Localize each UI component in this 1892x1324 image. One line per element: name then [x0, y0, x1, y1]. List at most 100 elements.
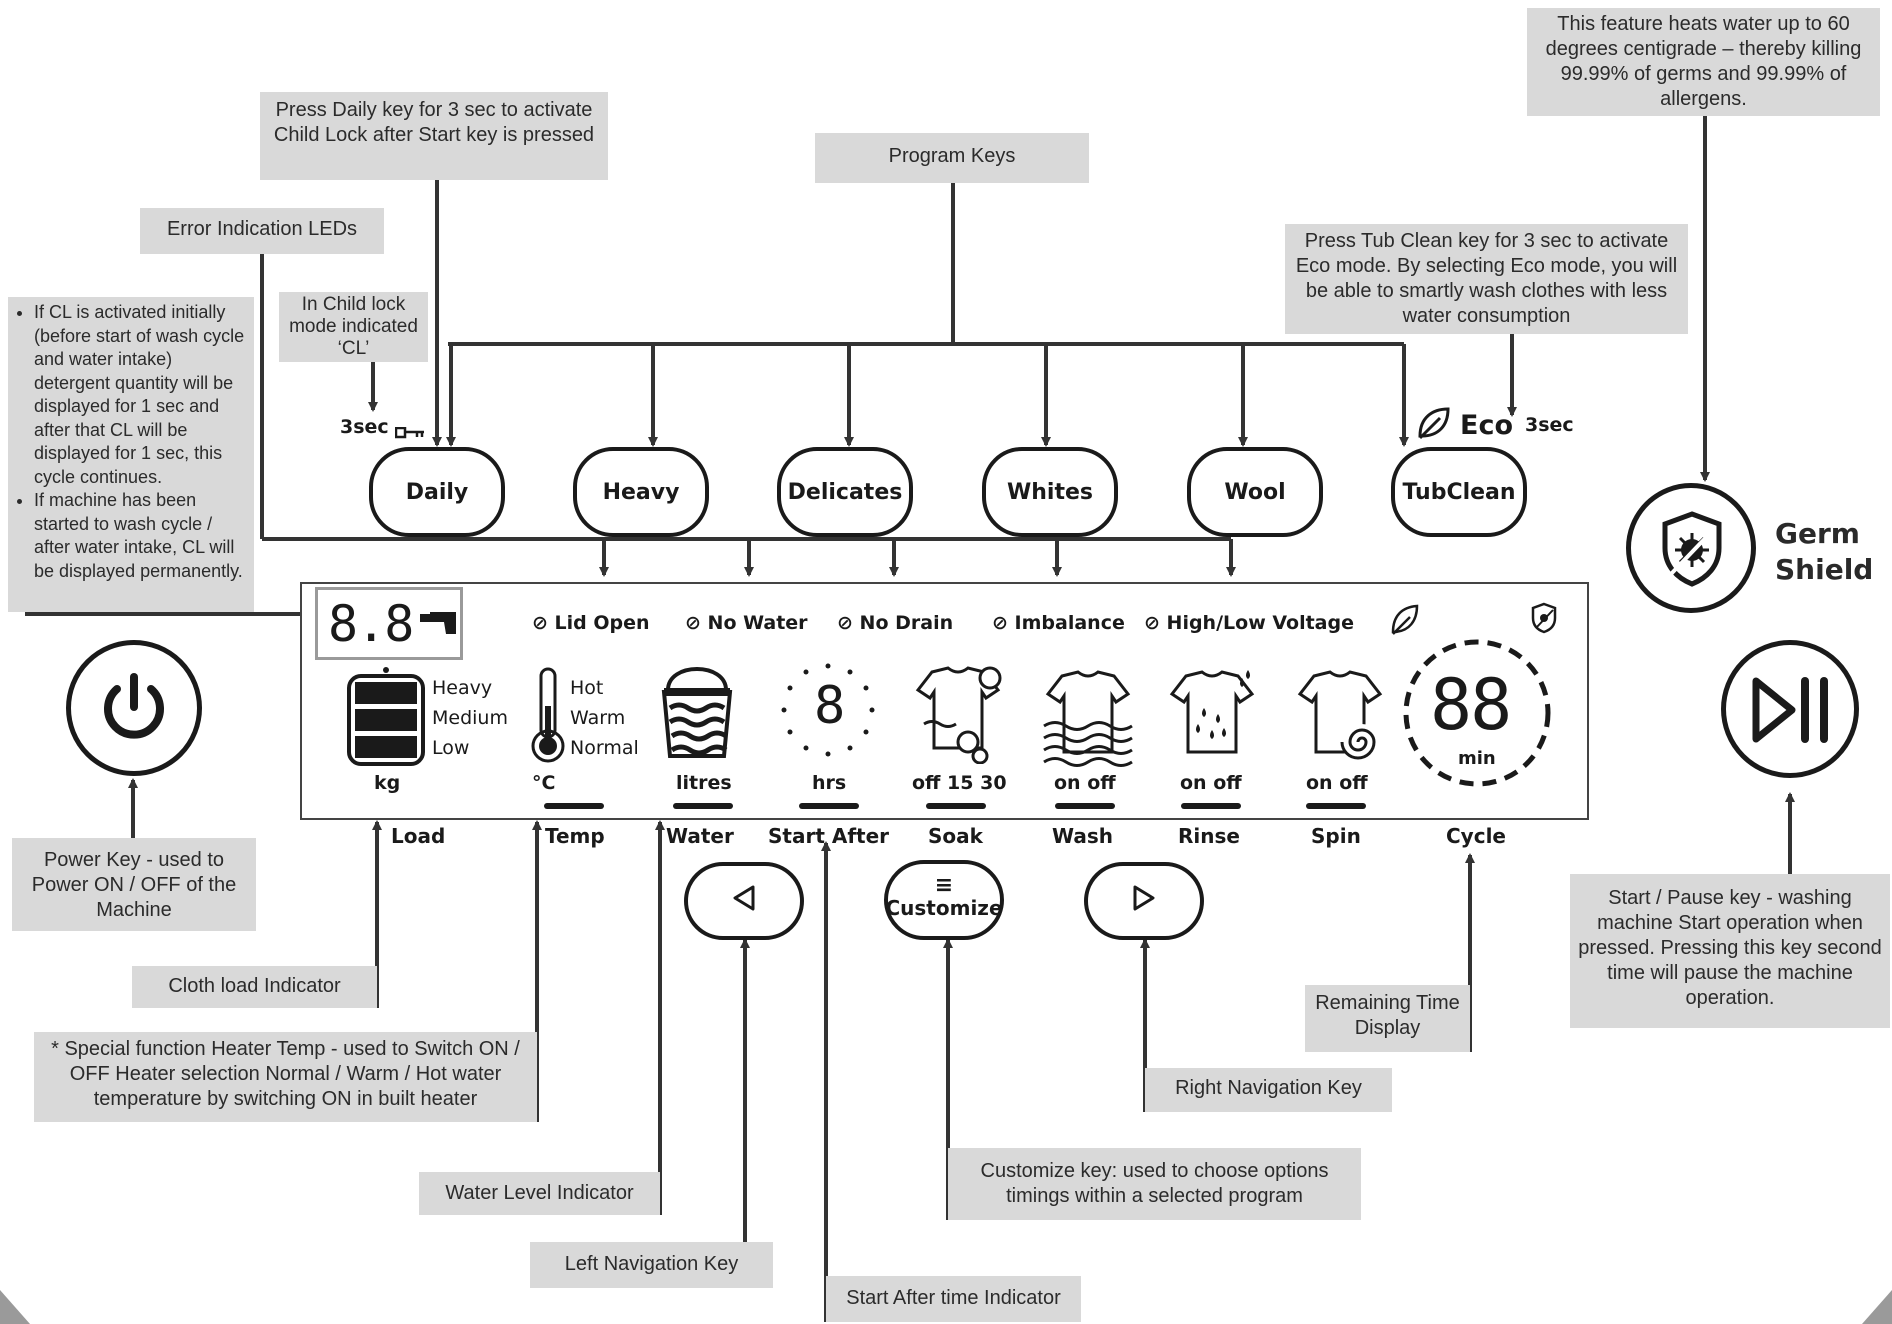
wool-key[interactable]: Wool — [1187, 447, 1323, 537]
germ-shield-label: Germ Shield — [1775, 516, 1873, 588]
whites-key[interactable]: Whites — [982, 447, 1118, 537]
temp-hot: Hot — [570, 677, 604, 699]
start-pause-button[interactable] — [1721, 640, 1859, 778]
start-after-bar — [799, 803, 859, 809]
wool-key-label: Wool — [1224, 479, 1286, 505]
label-soak: Soak — [928, 824, 983, 848]
power-button[interactable] — [66, 640, 202, 776]
left-nav-note: Left Navigation Key — [530, 1242, 773, 1288]
rinse-options: on off — [1180, 772, 1242, 794]
soak-shirt-icon — [910, 664, 1006, 768]
delicates-key-label: Delicates — [787, 479, 903, 505]
germ-shield-button[interactable] — [1626, 483, 1756, 613]
display-panel: 8.8 ⊘ Lid Open ⊘ No Water ⊘ No Drain ⊘ I… — [300, 582, 1589, 820]
label-start-after: Start After — [768, 824, 890, 848]
spin-options: on off — [1306, 772, 1368, 794]
error-imbalance-text: Imbalance — [1014, 612, 1125, 634]
load-medium: Medium — [432, 707, 508, 729]
error-lid-open: ⊘ Lid Open — [532, 612, 650, 634]
soak-bar — [926, 803, 986, 809]
eco-label: Eco — [1460, 409, 1513, 441]
heavy-key[interactable]: Heavy — [573, 447, 709, 537]
tub-clean-eco-note: Press Tub Clean key for 3 sec to activat… — [1285, 224, 1688, 334]
start-after-unit: hrs — [812, 772, 847, 794]
cl-bullet-1: If CL is activated initially (before sta… — [34, 301, 250, 489]
label-load: Load — [391, 824, 446, 848]
error-imbalance: ⊘ Imbalance — [992, 612, 1125, 634]
error-lid-open-text: Lid Open — [554, 612, 650, 634]
cl-bullets-note: If CL is activated initially (before sta… — [8, 297, 254, 612]
tubclean-key-label: TubClean — [1402, 479, 1516, 505]
error-no-drain: ⊘ No Drain — [837, 612, 954, 634]
temp-unit: °C — [532, 772, 556, 794]
label-water: Water — [666, 824, 734, 848]
water-unit: litres — [676, 772, 732, 794]
thermometer-icon — [530, 666, 566, 770]
germ-shield-line2: Shield — [1775, 553, 1874, 586]
temp-warm: Warm — [570, 707, 626, 729]
error-leds-note: Error Indication LEDs — [140, 208, 384, 254]
whites-key-label: Whites — [1006, 479, 1093, 505]
start-after-dots-icon — [778, 660, 878, 764]
tubclean-key[interactable]: TubClean — [1391, 447, 1527, 537]
spin-bar — [1306, 803, 1366, 809]
load-indicator-icon — [346, 666, 426, 770]
right-arrow-icon — [1129, 883, 1159, 919]
delicates-key[interactable]: Delicates — [777, 447, 913, 537]
customize-key-note: Customize key: used to choose options ti… — [948, 1148, 1361, 1220]
error-no-drain-text: No Drain — [859, 612, 954, 634]
bucket-icon — [658, 652, 736, 766]
right-nav-key[interactable] — [1084, 862, 1204, 940]
germ-led-icon — [1530, 602, 1558, 638]
key-icon — [395, 422, 425, 438]
rinse-bar — [1181, 803, 1241, 809]
cl-bullet-2: If machine has been started to wash cycl… — [34, 489, 250, 583]
temp-bar — [544, 803, 604, 809]
start-after-note: Start After time Indicator — [826, 1276, 1081, 1322]
cloth-load-note: Cloth load Indicator — [132, 966, 377, 1008]
power-icon — [99, 671, 169, 747]
germ-shield-line1: Germ — [1775, 517, 1860, 550]
eco-indicator: Eco 3sec — [1416, 407, 1574, 443]
label-cycle: Cycle — [1446, 824, 1506, 848]
germ-info-note: This feature heats water up to 60 degree… — [1527, 8, 1880, 116]
germ-shield-icon — [1657, 510, 1727, 592]
rinse-shirt-icon — [1164, 668, 1260, 772]
detergent-scoop-icon — [418, 610, 458, 640]
cycle-timer-ring — [1402, 638, 1552, 792]
daily-child-lock-note: Press Daily key for 3 sec to activate Ch… — [260, 92, 608, 180]
soak-options: off 15 30 — [912, 772, 1007, 794]
heavy-key-label: Heavy — [602, 479, 680, 505]
lock-hint: 3sec — [340, 416, 425, 438]
customize-key-label: Customize — [885, 896, 1003, 920]
temp-normal: Normal — [570, 737, 639, 759]
water-level-note: Water Level Indicator — [419, 1172, 660, 1215]
wash-shirt-icon — [1040, 668, 1136, 772]
error-no-water-text: No Water — [707, 612, 808, 634]
eco-led-icon — [1390, 602, 1420, 640]
error-voltage-text: High/Low Voltage — [1166, 612, 1354, 634]
load-unit: kg — [374, 772, 401, 794]
power-key-note: Power Key - used to Power ON / OFF of th… — [12, 838, 256, 931]
cycle-digits: 88 — [1430, 664, 1512, 746]
left-arrow-icon — [729, 883, 759, 919]
leaf-icon — [1416, 406, 1452, 444]
start-pause-note: Start / Pause key - washing machine Star… — [1570, 874, 1890, 1028]
customize-key[interactable]: ≡ Customize — [884, 860, 1004, 940]
wash-bar — [1055, 803, 1115, 809]
child-lock-mode-note: In Child lock mode indicated ‘CL’ — [279, 292, 428, 362]
detergent-digits: 8.8 — [328, 595, 414, 653]
label-rinse: Rinse — [1178, 824, 1240, 848]
play-pause-icon — [1750, 675, 1834, 749]
error-voltage: ⊘ High/Low Voltage — [1144, 612, 1354, 634]
label-temp: Temp — [545, 824, 605, 848]
left-nav-key[interactable] — [684, 862, 804, 940]
water-bar — [673, 803, 733, 809]
label-wash: Wash — [1052, 824, 1113, 848]
eco-hint: 3sec — [1525, 414, 1574, 436]
load-heavy: Heavy — [432, 677, 493, 699]
lock-hint-text: 3sec — [340, 416, 389, 438]
program-keys-note: Program Keys — [815, 133, 1089, 183]
load-low: Low — [432, 737, 470, 759]
daily-key[interactable]: Daily — [369, 447, 505, 537]
